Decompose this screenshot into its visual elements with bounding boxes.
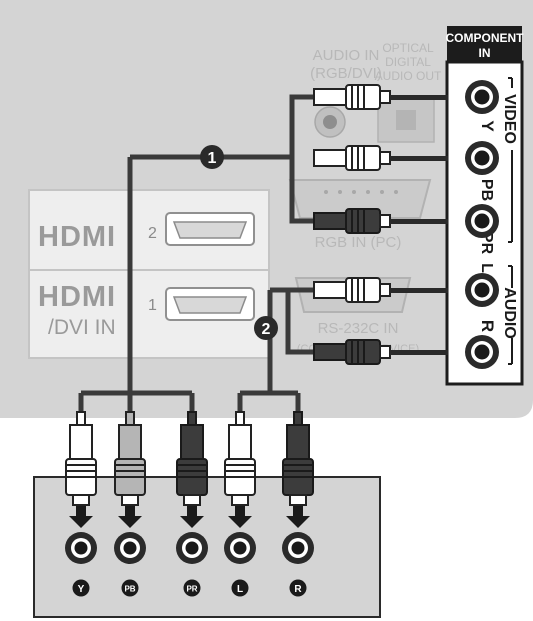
component-in-sub: IN	[479, 46, 491, 60]
jack-label-y: Y	[478, 120, 497, 132]
hdmi-panel: HDMI 2 HDMI /DVI IN 1	[28, 189, 270, 359]
jack-label-r: R	[478, 320, 497, 332]
device-label-pb-badge: PB	[121, 579, 139, 597]
video-cable	[78, 94, 314, 412]
device-label-l: L	[237, 584, 243, 595]
arrow-down-icon	[180, 506, 204, 528]
rgb-in-port[interactable]	[288, 179, 432, 219]
y-plug	[313, 84, 448, 110]
device-pr-plug	[176, 411, 208, 506]
audio-bracket	[508, 265, 513, 365]
down-arrow-icons	[69, 506, 310, 528]
device-label-r: R	[294, 584, 302, 595]
jack-label-pb: PB	[478, 179, 495, 201]
device-pb-jack[interactable]	[114, 532, 146, 564]
component-audio-r-jack[interactable]	[465, 335, 499, 369]
video-bracket	[508, 77, 513, 243]
device-label-r-badge: R	[289, 579, 307, 597]
arrow-down-icon	[228, 506, 252, 528]
hdmi-logo-2: HDMI	[38, 221, 116, 253]
component-y-jack[interactable]	[465, 80, 499, 114]
optical-label-3: AUDIO OUT	[375, 69, 442, 83]
step-2-marker: 2	[254, 316, 278, 340]
device-label-y: Y	[78, 584, 85, 595]
rs232c-label: RS-232C IN	[318, 320, 399, 337]
component-in-title: COMPONENT	[446, 31, 525, 45]
device-y-jack[interactable]	[65, 532, 97, 564]
component-in-header: COMPONENT IN	[446, 26, 525, 62]
device-y-plug	[65, 411, 97, 506]
jack-label-pr-l-second: L	[478, 263, 495, 273]
audio-l-plug	[313, 277, 448, 303]
video-group-label: VIDEO	[501, 94, 518, 144]
component-pb-jack[interactable]	[465, 141, 499, 175]
rgb-in-label: RGB IN (PC)	[315, 234, 402, 251]
device-l-jack[interactable]	[224, 532, 256, 564]
hdmi-port-1[interactable]	[165, 287, 255, 321]
audio-in-rgb-dvi-jack[interactable]	[314, 106, 346, 138]
device-pr-jack[interactable]	[176, 532, 208, 564]
component-audio-l-jack[interactable]	[465, 273, 499, 307]
step-1-number: 1	[208, 150, 217, 167]
device-label-pb: PB	[124, 585, 135, 594]
arrow-down-icon	[118, 506, 142, 528]
hdmi-port-2-number: 2	[148, 225, 157, 242]
hdmi-logo-1: HDMI	[38, 281, 116, 313]
pr-plug	[313, 208, 448, 234]
arrow-down-icon	[69, 506, 93, 528]
device-r-plug	[282, 411, 314, 506]
audio-cable	[237, 287, 314, 412]
hdmi-port-2[interactable]	[165, 212, 255, 246]
optical-port[interactable]	[377, 97, 435, 143]
hdmi-port-1-number: 1	[148, 297, 157, 314]
device-label-l-badge: L	[231, 579, 249, 597]
step-2-number: 2	[262, 321, 271, 338]
device-label-pr: PR	[186, 585, 197, 594]
optical-label-1: OPTICAL	[382, 41, 434, 55]
arrow-down-icon	[286, 506, 310, 528]
device-label-pr-badge: PR	[183, 579, 201, 597]
audio-in-label: AUDIO IN	[313, 47, 380, 64]
optical-label-2: DIGITAL	[385, 55, 431, 69]
audio-group-label: AUDIO	[501, 287, 518, 339]
hdmi-dvi-label: /DVI IN	[48, 316, 116, 339]
audio-r-plug	[313, 339, 448, 365]
audio-in-sub-label: (RGB/DVI)	[310, 65, 382, 82]
device-l-plug	[224, 411, 256, 506]
pb-plug	[313, 145, 448, 171]
component-pr-jack[interactable]	[465, 204, 499, 238]
device-label-y-badge: Y	[72, 579, 90, 597]
device-r-jack[interactable]	[282, 532, 314, 564]
device-pb-plug	[114, 411, 146, 506]
step-1-marker: 1	[200, 145, 224, 169]
